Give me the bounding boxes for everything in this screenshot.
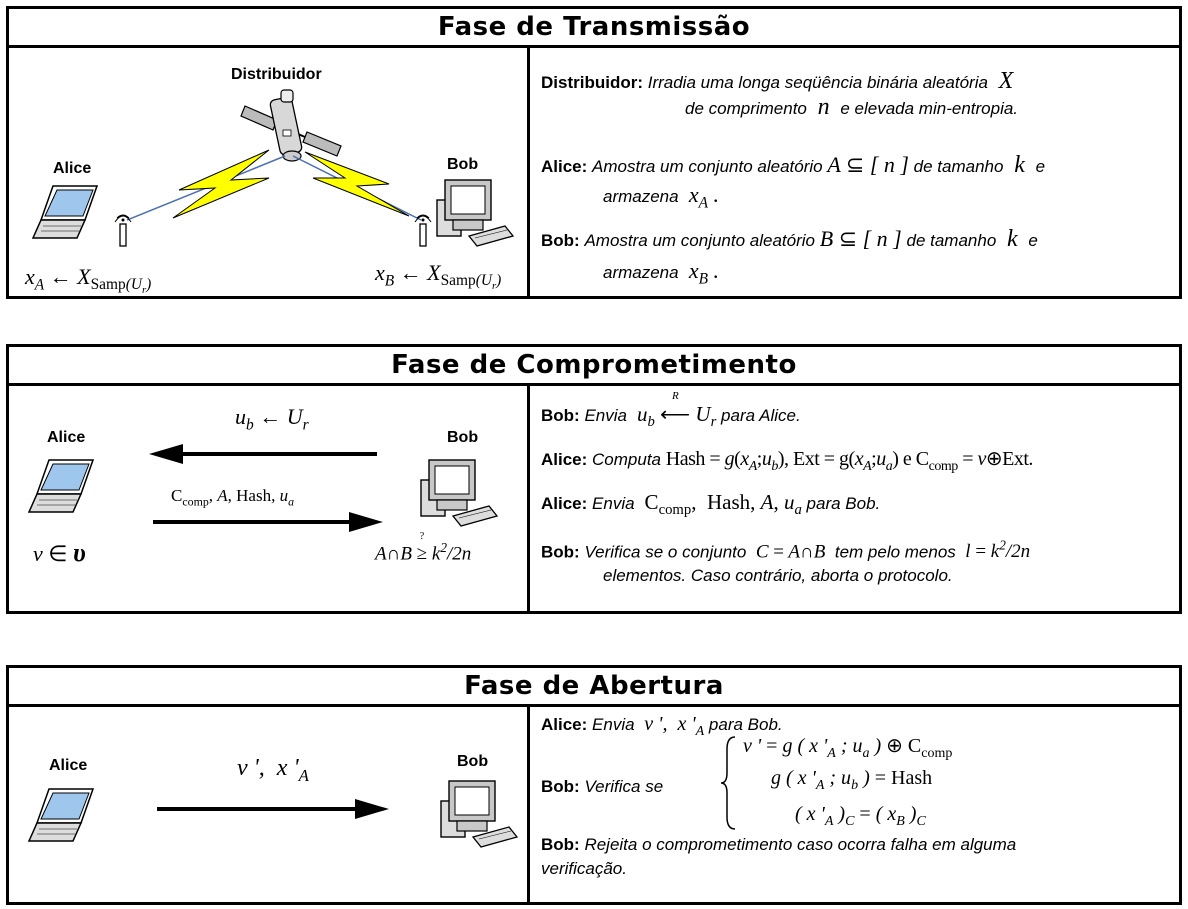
comm-row-4-text-b: tem pelo menos xyxy=(834,542,956,562)
lightning-icon xyxy=(126,149,422,221)
bob-random-formula: ub ← Ur xyxy=(235,404,309,434)
desktop-computer-icon xyxy=(440,780,519,848)
comm-row-4: Bob: Verifica se o conjunto C = A∩B tem … xyxy=(541,538,1031,563)
bob-label: Bob xyxy=(457,753,489,770)
comm-row-2-label: Alice: xyxy=(541,450,593,469)
open-row-2-text-a: Verifica se xyxy=(584,777,664,796)
comm-row-1-text-b: para Alice. xyxy=(721,406,801,425)
commitment-title: Fase de Comprometimento xyxy=(9,347,1179,386)
brace-icon xyxy=(720,736,736,830)
antenna-icon xyxy=(414,214,432,247)
transmission-panel: Fase de Transmissão Distribuidor Alice B… xyxy=(6,6,1182,299)
comm-row-1-label: Bob: xyxy=(541,406,585,425)
comm-row-2: Alice: Computa Hash = g(xA;ub), Ext = g(… xyxy=(541,448,1033,474)
verify-eq-1: ν ' = g ( x 'A ; ua ) ⊕ Ccomp xyxy=(743,735,953,761)
antenna-icon xyxy=(114,214,132,247)
bob-sample-formula: xB ← XSamp(Ur) xyxy=(375,260,502,293)
bob-label: Bob xyxy=(447,429,479,446)
open-row-3-text-a: Rejeita o comprometimento caso ocorra fa… xyxy=(584,835,1017,854)
arrow-left-icon xyxy=(149,444,377,464)
alice-row-label: Alice: xyxy=(541,157,593,176)
alice-value-formula: ν ∈ υ xyxy=(33,538,86,567)
open-row-2-label: Bob: xyxy=(541,777,585,796)
panel-divider xyxy=(527,48,530,299)
opening-panel: Fase de Abertura Alice Bob ν ', x 'A A xyxy=(6,665,1182,905)
bob-row-text-2: armazena xyxy=(603,263,679,282)
alice-label: Alice xyxy=(47,429,86,446)
transmission-title: Fase de Transmissão xyxy=(9,9,1179,48)
bob-row-2: armazena xB . xyxy=(603,258,720,288)
panel-divider xyxy=(527,707,530,905)
alice-row-text-c: e xyxy=(1035,157,1046,176)
distributor-label: Distribuidor xyxy=(231,66,322,83)
alice-row-text-a: Amostra um conjunto aleatório xyxy=(592,157,823,176)
desktop-computer-icon xyxy=(436,179,515,247)
distribuidor-row-text: Irradia uma longa seqüência binária alea… xyxy=(647,73,988,92)
distribuidor-row-text-2a: de comprimento xyxy=(685,99,807,118)
verify-eq-2: g ( x 'A ; ub ) = Hash xyxy=(771,767,933,793)
alice-row: Alice: Amostra um conjunto aleatório A ⊆… xyxy=(541,152,1046,178)
alice-send-formula: Ccomp, A, Hash, ua xyxy=(171,486,295,509)
comm-row-4b: elementos. Caso contrário, aborta o prot… xyxy=(603,566,953,586)
open-row-3-text-b: verificação. xyxy=(541,859,627,878)
arrow-right-icon xyxy=(153,512,383,532)
bob-label: Bob xyxy=(447,156,479,173)
open-row-3: Bob: Rejeita o comprometimento caso ocor… xyxy=(541,835,1016,855)
open-row-3b: verificação. xyxy=(541,859,627,879)
alice-label: Alice xyxy=(49,757,88,774)
distribuidor-row-text-2b: e elevada min-entropia. xyxy=(840,99,1019,118)
laptop-icon xyxy=(27,459,95,513)
distribuidor-row-2: de comprimento n e elevada min-entropia. xyxy=(685,94,1019,120)
alice-open-formula: ν ', x 'A xyxy=(237,755,309,785)
comm-row-4-text-a: Verifica se o conjunto xyxy=(584,542,747,562)
panel-divider xyxy=(527,386,530,614)
open-row-1: Alice: Envia ν ', x 'A para Bob. xyxy=(541,713,783,739)
desktop-computer-icon xyxy=(420,459,499,527)
comm-row-1-text-a: Envia xyxy=(584,406,627,425)
comm-row-1: Bob: Envia ub ⟵R Ur para Alice. xyxy=(541,390,801,431)
comm-row-2-text-a: Computa xyxy=(592,450,662,469)
comm-row-4-text-c: elementos. Caso contrário, aborta o prot… xyxy=(603,566,953,585)
distribuidor-row: Distribuidor: Irradia uma longa seqüênci… xyxy=(541,68,1014,94)
comm-row-3-text-b: para Bob. xyxy=(806,494,881,513)
bob-row-text-c: e xyxy=(1028,231,1038,250)
bob-row-text-b: de tamanho xyxy=(906,231,997,250)
comm-row-3-label: Alice: xyxy=(541,494,593,513)
alice-row-text-2: armazena xyxy=(603,187,679,206)
open-row-1-label: Alice: xyxy=(541,715,593,734)
comm-row-4-label: Bob: xyxy=(541,542,585,562)
laptop-icon xyxy=(31,185,99,239)
alice-sample-formula: xA ← XSamp(Ur) xyxy=(25,264,152,297)
opening-title: Fase de Abertura xyxy=(9,668,1179,707)
verify-eq-3: ( x 'A )C = ( xB )C xyxy=(795,803,926,829)
alice-row-text-b: de tamanho xyxy=(913,157,1004,176)
commitment-panel: Fase de Comprometimento Alice Bob ub ← U… xyxy=(6,344,1182,614)
open-row-1-text-a: Envia xyxy=(592,715,635,734)
open-row-3-label: Bob: xyxy=(541,835,585,854)
comm-row-3-text-a: Envia xyxy=(592,494,635,513)
bob-row-text-a: Amostra um conjunto aleatório xyxy=(584,231,815,250)
laptop-icon xyxy=(27,788,95,842)
open-row-2: Bob: Verifica se xyxy=(541,777,663,797)
bob-row: Bob: Amostra um conjunto aleatório B ⊆ [… xyxy=(541,226,1038,252)
alice-label: Alice xyxy=(53,160,92,177)
alice-row-2: armazena xA . xyxy=(603,182,720,212)
bob-row-label: Bob: xyxy=(541,231,585,250)
bob-check-formula: A∩B ≥? k2/2n xyxy=(375,531,472,565)
arrow-right-icon xyxy=(157,799,389,819)
distribuidor-row-label: Distribuidor: xyxy=(541,73,648,92)
open-row-1-text-b: para Bob. xyxy=(708,715,783,734)
comm-row-3: Alice: Envia Ccomp, Hash, A, ua para Bob… xyxy=(541,490,881,519)
